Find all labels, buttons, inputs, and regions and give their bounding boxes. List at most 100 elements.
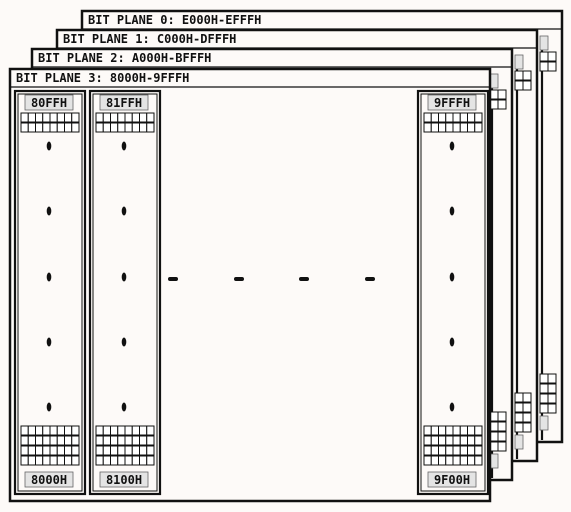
bit-cell xyxy=(49,445,58,456)
bit-cell xyxy=(438,445,447,456)
bit-cell xyxy=(56,112,65,123)
bit-cell xyxy=(49,455,58,466)
bit-cell xyxy=(467,445,476,456)
column-frame xyxy=(416,89,490,496)
bit-cell xyxy=(56,435,65,446)
plane-title: BIT PLANE 1: C000H-DFFFH xyxy=(63,32,236,46)
vertical-ellipsis-dot xyxy=(449,272,455,282)
bit-cell xyxy=(467,112,476,123)
bit-cell xyxy=(459,112,468,123)
bit-cell xyxy=(445,425,454,436)
column-top-label: 9FFFH xyxy=(434,96,470,110)
bit-cell xyxy=(35,425,44,436)
bit-cell xyxy=(423,455,432,466)
horizontal-ellipsis xyxy=(168,277,375,281)
bit-cell xyxy=(459,455,468,466)
bit-cell xyxy=(474,455,483,466)
bit-cell xyxy=(497,421,507,432)
bit-cell xyxy=(71,445,80,456)
vertical-ellipsis-dot xyxy=(46,141,52,151)
bit-cell xyxy=(497,441,507,452)
bit-cell xyxy=(71,112,80,123)
bit-cell xyxy=(514,80,524,91)
bit-cell xyxy=(438,435,447,446)
bit-cell xyxy=(64,425,73,436)
bit-cell xyxy=(547,51,557,62)
bit-cell xyxy=(438,112,447,123)
bit-cell xyxy=(102,455,111,466)
bit-cell xyxy=(110,455,119,466)
bit-cell xyxy=(539,51,549,62)
bit-cell xyxy=(539,393,549,404)
bit-cell xyxy=(117,445,126,456)
column-bottom-label: 9F00H xyxy=(434,473,470,487)
bit-cell xyxy=(35,435,44,446)
bit-cell xyxy=(117,112,126,123)
bit-cell xyxy=(467,425,476,436)
bit-cell xyxy=(27,112,36,123)
vertical-ellipsis-dot xyxy=(121,141,127,151)
bit-cell xyxy=(459,435,468,446)
memory-column-9fffh: 9FFFH 9F00H xyxy=(416,89,490,496)
vertical-ellipsis-dot xyxy=(121,206,127,216)
vertical-ellipsis-dot xyxy=(449,206,455,216)
bit-cell xyxy=(430,435,439,446)
bit-cell xyxy=(27,425,36,436)
bit-cell xyxy=(539,373,549,384)
bit-plane-3: BIT PLANE 3: 8000H-9FFFH 80FFH 8000H 81F… xyxy=(8,67,492,503)
bit-cell xyxy=(110,112,119,123)
plane-title: BIT PLANE 3: 8000H-9FFFH xyxy=(16,71,189,85)
bit-cell xyxy=(423,435,432,446)
horizontal-ellipsis-dot xyxy=(234,277,244,281)
plane-edge-column xyxy=(489,73,507,478)
bit-cell xyxy=(539,61,549,72)
label-box xyxy=(427,94,477,111)
bit-cell xyxy=(497,89,507,100)
bit-cell xyxy=(539,403,549,414)
bit-cell xyxy=(452,425,461,436)
bit-cell xyxy=(27,122,36,133)
bit-cell xyxy=(139,445,148,456)
bit-cell xyxy=(124,112,133,123)
bit-cell xyxy=(514,422,524,433)
bit-cell xyxy=(124,455,133,466)
vertical-ellipsis-dot xyxy=(121,337,127,347)
bit-cell xyxy=(131,435,140,446)
memory-column-81ffh: 81FFH 8100H xyxy=(88,89,162,496)
bit-cell xyxy=(423,122,432,133)
bit-cell xyxy=(514,70,524,81)
bit-cell xyxy=(522,80,532,91)
vertical-ellipsis-dot xyxy=(449,337,455,347)
bit-cell xyxy=(56,455,65,466)
column-inner-border xyxy=(17,93,83,492)
bit-cell xyxy=(27,455,36,466)
bit-cell xyxy=(459,445,468,456)
bit-cell xyxy=(438,455,447,466)
bit-cell xyxy=(20,435,29,446)
column-top-label: 81FFH xyxy=(106,96,142,110)
bit-cell xyxy=(20,122,29,133)
bit-cell xyxy=(20,455,29,466)
bit-cell xyxy=(102,122,111,133)
bit-cell xyxy=(42,112,51,123)
bit-cell xyxy=(467,435,476,446)
label-box xyxy=(24,471,74,488)
column-inner-border xyxy=(92,93,158,492)
bit-cell xyxy=(452,445,461,456)
vertical-ellipsis-dot xyxy=(449,141,455,151)
bit-cell xyxy=(131,445,140,456)
bit-cell xyxy=(497,99,507,110)
bit-cell xyxy=(423,112,432,123)
bit-cell xyxy=(64,112,73,123)
bit-cell xyxy=(438,425,447,436)
bit-cell xyxy=(445,455,454,466)
bit-cell xyxy=(146,425,155,436)
bit-cell xyxy=(452,122,461,133)
bit-cell xyxy=(467,455,476,466)
memory-column-80ffh: 80FFH 8000H xyxy=(13,89,87,496)
bit-cell xyxy=(131,112,140,123)
bit-cell xyxy=(430,425,439,436)
bit-cell xyxy=(64,435,73,446)
label-box-edge xyxy=(514,54,524,70)
label-box xyxy=(427,471,477,488)
